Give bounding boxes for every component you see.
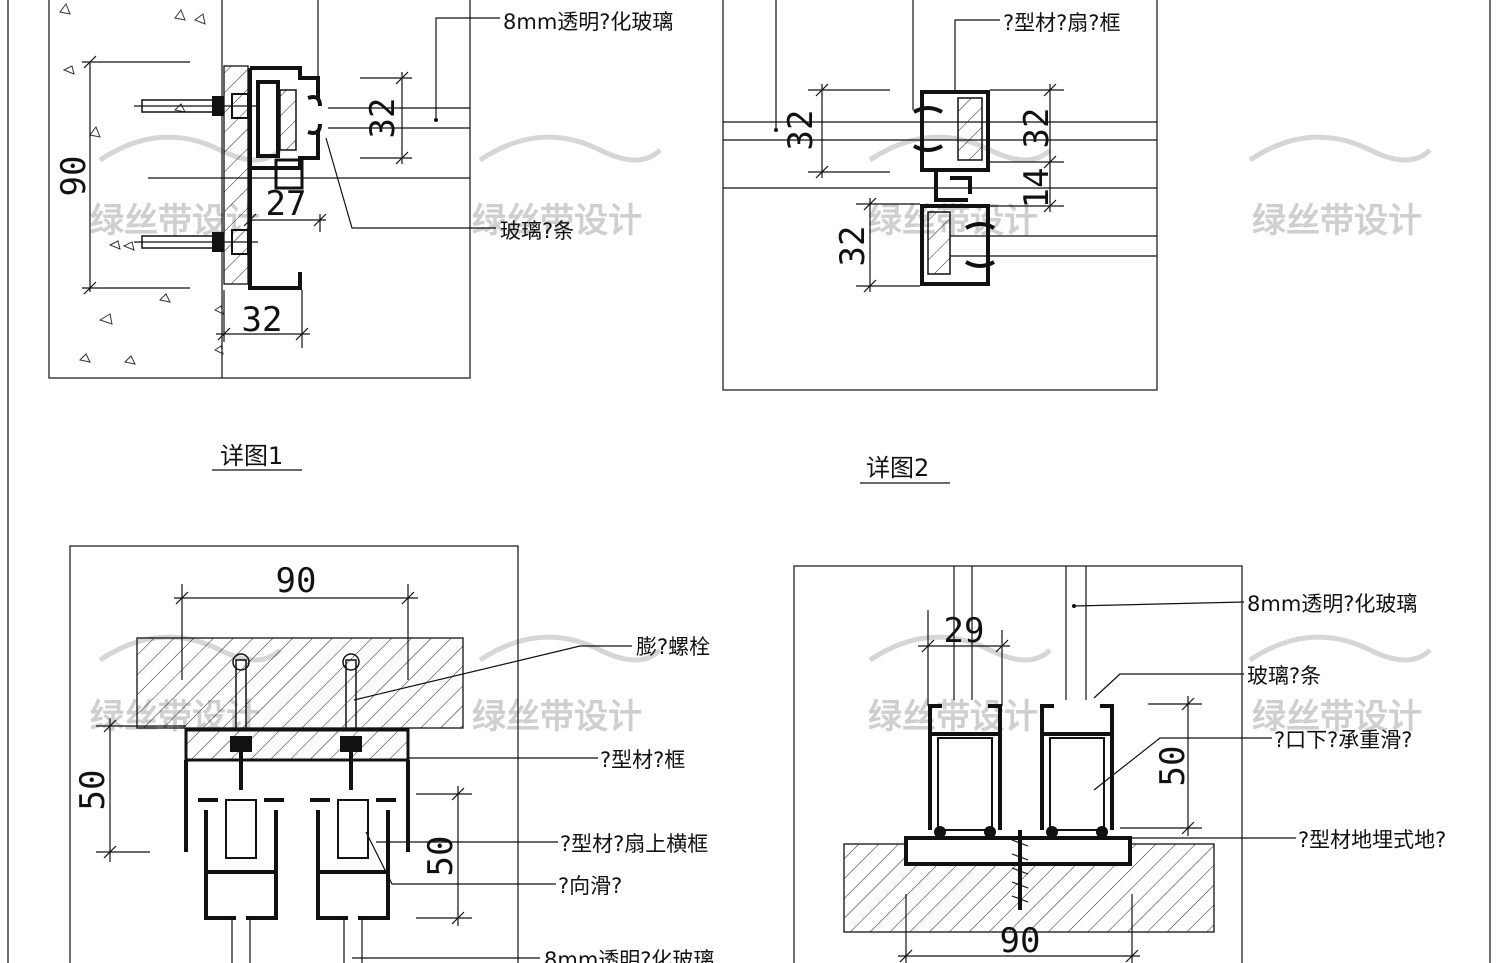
dim-label: 32 (781, 110, 821, 151)
dim-label: 50 (73, 770, 113, 811)
label-glass: 8mm透明?化玻璃 (503, 10, 673, 34)
detail-4-frame (793, 565, 1243, 963)
detail-3-frame (69, 545, 519, 963)
leader-line (435, 17, 500, 120)
label-top-rail: ?型材?扇上横框 (560, 832, 708, 856)
label-frame: ?型材?框 (600, 748, 685, 772)
dimension-14: 14 (990, 168, 1064, 213)
detail-1-frame (48, 0, 471, 379)
sash-top-rail (198, 798, 284, 920)
top-frame-profile (184, 760, 410, 852)
leader-line (1073, 601, 1245, 607)
dim-label: 50 (1153, 746, 1193, 787)
dim-label: 90 (1000, 921, 1041, 961)
leader-line (1093, 673, 1244, 699)
dimension-50: 50 (1120, 696, 1202, 836)
dim-label: 14 (1017, 168, 1057, 209)
label-glass: 8mm透明?化玻璃 (1247, 592, 1417, 616)
label-track: ?型材地埋式地? (1298, 828, 1446, 852)
leader-line (365, 831, 556, 885)
dimension-90: 90 (174, 561, 418, 680)
dimension-32-c: 32 (833, 197, 920, 293)
sash-top-rail (310, 798, 396, 920)
dim-label: 32 (242, 300, 283, 340)
sash-bottom-rail (928, 704, 1002, 838)
lower-sash-profile (920, 204, 995, 286)
sash-bottom-rail (1040, 704, 1114, 838)
concrete-ceiling (136, 637, 464, 729)
expansion-bolt (230, 653, 252, 790)
dimension-32-a: 32 (781, 83, 890, 179)
dim-label: 90 (276, 561, 317, 601)
dim-label: 32 (833, 226, 873, 267)
concrete-wall (59, 2, 224, 365)
watermark-text: 绿丝带设计 (1252, 201, 1422, 241)
expansion-anchor (134, 93, 258, 119)
dimension-27: 27 (243, 184, 327, 232)
leader-line (325, 137, 496, 229)
watermark-text: 绿丝带设计 (472, 201, 642, 241)
detail-2-frame (722, 0, 1158, 391)
dim-label: 29 (944, 611, 985, 651)
dim-label: 27 (266, 184, 307, 224)
detail-2: 32 32 14 32 ?型材?扇?框 详图2 (722, 0, 1158, 484)
label-glass: 8mm透明?化玻璃 (544, 948, 714, 963)
label-roller: ?口下?承重滑? (1274, 728, 1412, 752)
dimension-90: 90 (54, 55, 190, 295)
label-bolt: 膨?螺栓 (636, 635, 710, 659)
upper-sash-profile (913, 90, 990, 172)
leader-line (954, 19, 1000, 92)
top-frame-profile (184, 728, 410, 762)
watermark-logo (98, 134, 1432, 663)
dim-label: 32 (1017, 108, 1057, 149)
dimension-50-b: 50 (416, 786, 472, 926)
watermark-text: 绿丝带设计 (472, 697, 642, 737)
detail-caption: 详图2 (866, 454, 929, 482)
watermark-text: 绿丝带设计 (1252, 697, 1422, 737)
wall-angle-bracket (223, 65, 249, 285)
detail-3: 90 50 50 膨?螺栓 ?型材?框 ?型材?扇上横框 ?向滑? 8mm透明?… (69, 545, 714, 963)
label-guide: ?向滑? (558, 874, 622, 898)
dimension-29: 29 (918, 610, 1010, 706)
dimension-50-a: 50 (73, 718, 186, 862)
dim-label: 90 (54, 156, 94, 197)
detail-1: 90 32 27 32 8mm透明?化玻璃 玻璃?条 (48, 0, 673, 471)
dimension-32-b: 32 (990, 83, 1064, 169)
dimension-32-vertical: 32 (360, 71, 412, 165)
dim-label: 32 (363, 98, 403, 139)
label-bead: 玻璃?条 (1247, 664, 1321, 688)
watermark-text: 绿丝带设计 (868, 697, 1038, 737)
leader-line (353, 645, 632, 701)
label-frame: ?型材?扇?框 (1003, 11, 1120, 35)
expansion-bolt (340, 653, 362, 790)
dimension-32-horizontal: 32 (216, 290, 310, 348)
label-bead: 玻璃?条 (500, 219, 574, 243)
detail-4: 29 50 90 8mm透明?化玻璃 玻璃?条 ?口下?承重滑? ?型材地埋式地… (793, 565, 1446, 963)
floor-screw (1011, 830, 1029, 910)
dimension-90: 90 (898, 894, 1140, 963)
leader-line (1093, 737, 1272, 791)
detail-caption: 详图1 (220, 442, 283, 470)
interlock-connector (934, 172, 972, 202)
